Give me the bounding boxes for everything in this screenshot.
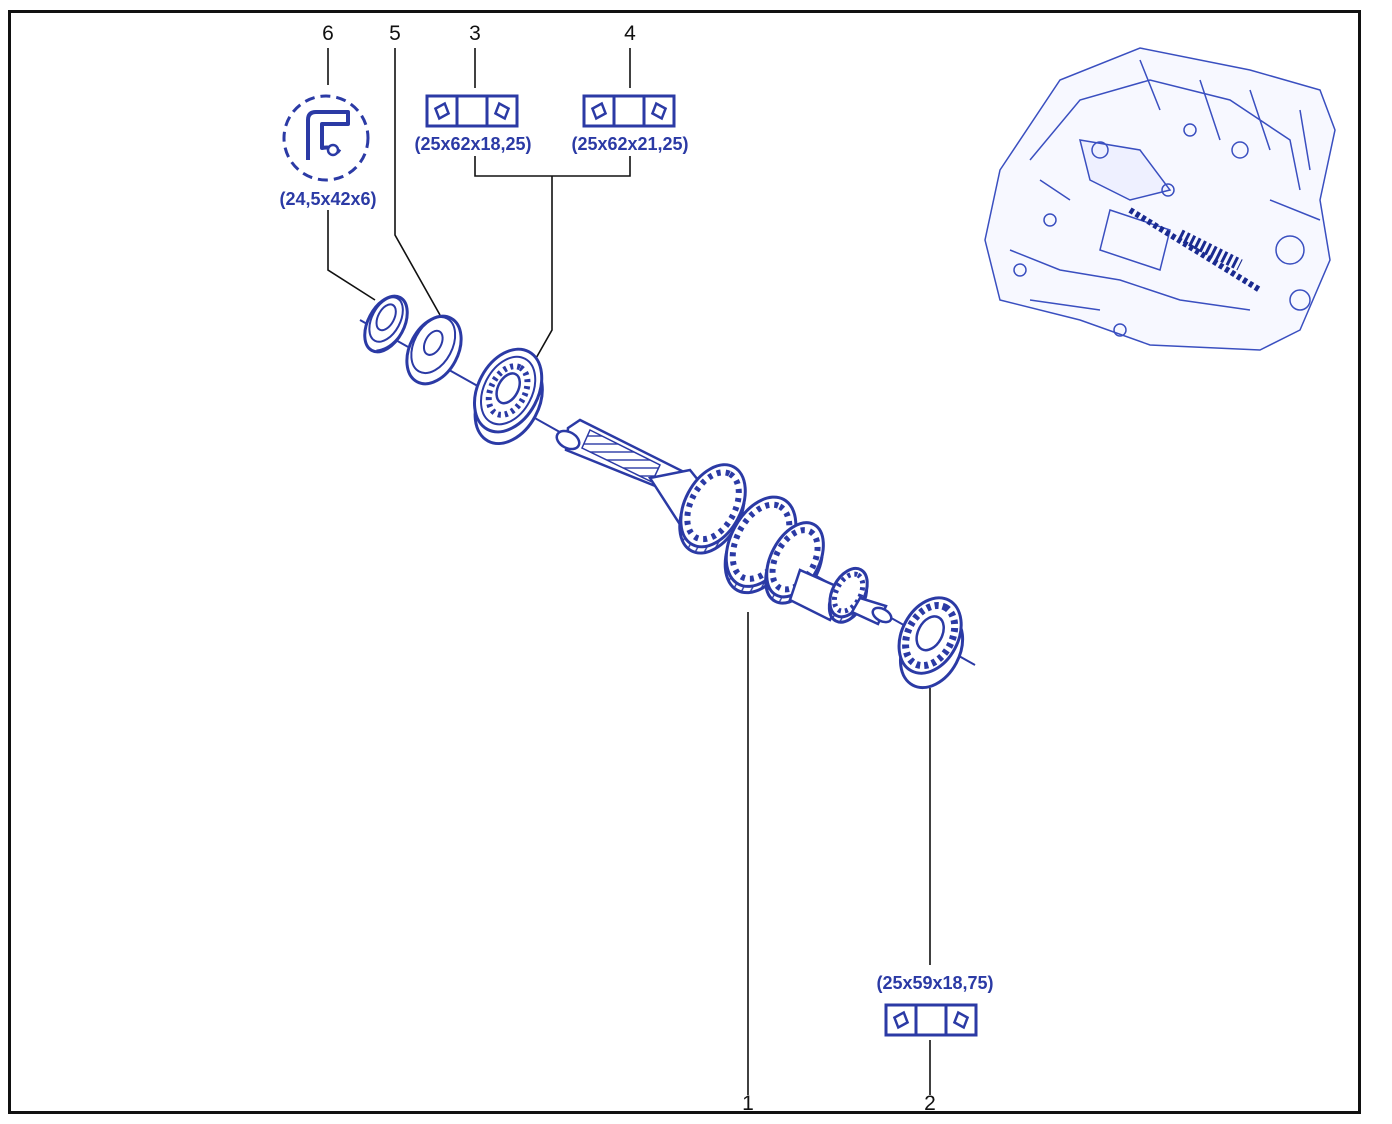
dimension-bearing-3: (25x62x18,25) xyxy=(414,134,532,154)
callout-1: 1 xyxy=(742,1092,754,1115)
part-1-primary-shaft xyxy=(555,418,893,626)
part-3-4-ball-bearing xyxy=(473,347,544,445)
part-6-oil-seal xyxy=(363,294,409,354)
callout-4: 4 xyxy=(624,22,636,45)
dimension-bearing-2: (25x59x18,75) xyxy=(876,973,994,993)
diagram-frame xyxy=(8,10,1361,1114)
callout-3: 3 xyxy=(469,22,481,45)
part-2-roller-bearing xyxy=(897,596,965,690)
dimension-bearing-4: (25x62x21,25) xyxy=(571,134,689,154)
leader-lines xyxy=(327,48,931,1095)
callout-5: 5 xyxy=(389,22,401,45)
dimension-seal: (24,5x42x6) xyxy=(279,189,377,209)
gearbox-overview-icon xyxy=(984,47,1336,351)
bearing-icon-4 xyxy=(582,94,676,128)
bearing-icon-3 xyxy=(425,94,519,128)
part-5-washer xyxy=(405,314,463,386)
oil-seal-icon xyxy=(282,94,370,182)
callout-6: 6 xyxy=(322,22,334,45)
callout-2: 2 xyxy=(924,1092,936,1115)
bearing-icon-2 xyxy=(884,1003,978,1037)
